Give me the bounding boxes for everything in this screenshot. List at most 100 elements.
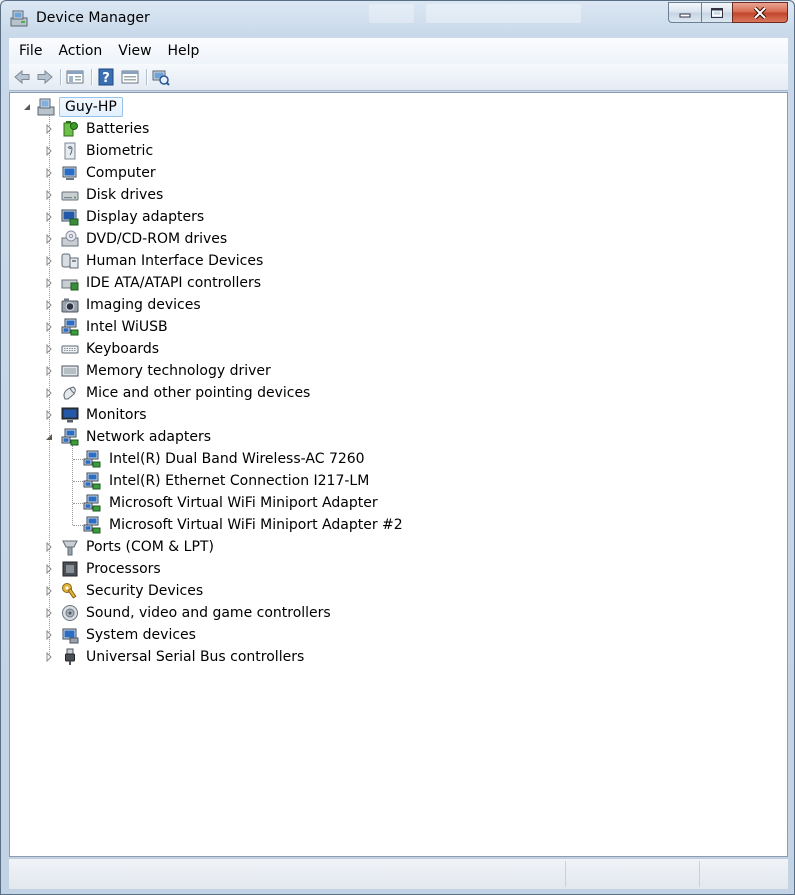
disk-drive-icon <box>61 191 79 201</box>
tree-category-label: IDE ATA/ATAPI controllers <box>86 275 262 291</box>
memory-icon <box>61 365 79 377</box>
tree-category-row[interactable]: Security Devices <box>44 580 203 602</box>
expand-arrow-icon[interactable] <box>44 212 54 222</box>
maximize-button[interactable] <box>701 2 732 23</box>
computer-host-icon <box>37 98 55 116</box>
expand-arrow-icon[interactable] <box>44 630 54 640</box>
expand-arrow-icon[interactable] <box>44 388 54 398</box>
network-adapter-icon <box>83 516 101 534</box>
menu-file[interactable]: File <box>19 43 43 59</box>
keyboard-icon <box>61 345 79 354</box>
tree-category-row[interactable]: Intel WiUSB <box>44 316 168 338</box>
expand-arrow-icon[interactable] <box>44 234 54 244</box>
console-tree-icon[interactable] <box>66 68 84 86</box>
background-window-nav <box>369 4 414 23</box>
forward-icon[interactable] <box>36 68 54 86</box>
tree-category-row[interactable]: Imaging devices <box>44 294 201 316</box>
collapse-arrow-icon[interactable] <box>44 432 54 442</box>
tree-category-row[interactable]: Human Interface Devices <box>44 250 263 272</box>
network-adapter-icon <box>83 494 101 512</box>
background-window-search <box>426 4 581 23</box>
menu-help[interactable]: Help <box>167 43 200 59</box>
expand-arrow-icon[interactable] <box>44 608 54 618</box>
tree-category-label: Security Devices <box>86 583 204 599</box>
network-adapter-icon <box>83 472 101 490</box>
tree-category-row[interactable]: Mice and other pointing devices <box>44 382 310 404</box>
expand-arrow-icon[interactable] <box>44 564 54 574</box>
expand-arrow-icon[interactable] <box>44 256 54 266</box>
expand-arrow-icon[interactable] <box>44 278 54 288</box>
tree-line <box>73 503 83 504</box>
tree-device-label: Intel(R) Dual Band Wireless-AC 7260 <box>109 451 365 467</box>
hid-icon <box>61 253 79 269</box>
expand-arrow-icon[interactable] <box>44 410 54 420</box>
expand-arrow-icon[interactable] <box>44 322 54 332</box>
tree-category-label: Computer <box>86 165 156 181</box>
usb-icon <box>65 648 75 665</box>
scan-hardware-icon[interactable] <box>152 68 170 86</box>
tree-category-row[interactable]: Ports (COM & LPT) <box>44 536 214 558</box>
tree-category-label: Ports (COM & LPT) <box>86 539 214 555</box>
tree-line <box>49 113 50 658</box>
maximize-icon <box>711 7 723 18</box>
tree-category-label: DVD/CD-ROM drives <box>86 231 228 247</box>
tree-category-row[interactable]: Processors <box>44 558 161 580</box>
tree-category-label: Biometric <box>86 143 154 159</box>
tree-device-row[interactable]: Intel(R) Dual Band Wireless-AC 7260 <box>83 448 365 470</box>
tree-device-label: Microsoft Virtual WiFi Miniport Adapter <box>109 495 378 511</box>
expand-arrow-icon[interactable] <box>44 190 54 200</box>
expand-arrow-icon[interactable] <box>44 586 54 596</box>
camera-icon <box>61 298 79 313</box>
title-bar[interactable]: Device Manager <box>1 1 794 35</box>
expand-arrow-icon[interactable] <box>44 124 54 134</box>
tree-category-label: Imaging devices <box>86 297 201 313</box>
properties-icon[interactable] <box>121 68 139 86</box>
close-button[interactable] <box>732 2 788 23</box>
device-manager-app-icon <box>10 10 28 27</box>
expand-arrow-icon[interactable] <box>44 168 54 178</box>
expand-arrow-icon[interactable] <box>44 366 54 376</box>
minimize-button[interactable] <box>668 2 701 23</box>
tree-category-row[interactable]: Sound, video and game controllers <box>44 602 331 624</box>
tree-device-label: Intel(R) Ethernet Connection I217-LM <box>109 473 370 489</box>
tree-category-row[interactable]: Network adapters <box>44 426 211 448</box>
tree-device-row[interactable]: Intel(R) Ethernet Connection I217-LM <box>83 470 369 492</box>
tree-category-row[interactable]: System devices <box>44 624 196 646</box>
tree-category-row[interactable]: Computer <box>44 162 156 184</box>
tree-root-label: Guy-HP <box>59 97 123 117</box>
expand-arrow-icon[interactable] <box>44 300 54 310</box>
tree-line <box>73 481 83 482</box>
tree-category-label: Intel WiUSB <box>86 319 168 335</box>
tree-root-row[interactable]: Guy-HP <box>22 96 123 118</box>
tree-device-row[interactable]: Microsoft Virtual WiFi Miniport Adapter … <box>83 514 403 536</box>
tree-device-row[interactable]: Microsoft Virtual WiFi Miniport Adapter <box>83 492 378 514</box>
battery-icon <box>63 121 78 137</box>
tree-category-row[interactable]: IDE ATA/ATAPI controllers <box>44 272 261 294</box>
monitor-icon <box>61 407 79 423</box>
menu-view[interactable]: View <box>118 43 152 59</box>
expand-arrow-icon[interactable] <box>44 652 54 662</box>
tree-category-row[interactable]: Memory technology driver <box>44 360 271 382</box>
tree-category-label: Network adapters <box>86 429 211 445</box>
tree-category-row[interactable]: Batteries <box>44 118 149 140</box>
tree-category-row[interactable]: DVD/CD-ROM drives <box>44 228 227 250</box>
tree-category-row[interactable]: Biometric <box>44 140 153 162</box>
expand-arrow-icon[interactable] <box>44 542 54 552</box>
tree-category-label: System devices <box>86 627 196 643</box>
tree-category-row[interactable]: Universal Serial Bus controllers <box>44 646 304 668</box>
back-icon[interactable] <box>13 68 31 86</box>
tree-category-row[interactable]: Monitors <box>44 404 147 426</box>
tree-category-row[interactable]: Disk drives <box>44 184 163 206</box>
tree-category-row[interactable]: Keyboards <box>44 338 159 360</box>
menu-action[interactable]: Action <box>58 43 103 59</box>
expand-arrow-icon[interactable] <box>44 344 54 354</box>
ide-controller-icon <box>61 279 79 291</box>
help-icon[interactable]: ? <box>97 68 115 86</box>
collapse-arrow-icon[interactable] <box>22 102 32 112</box>
tree-category-label: Human Interface Devices <box>86 253 264 269</box>
tree-category-row[interactable]: Display adapters <box>44 206 204 228</box>
system-device-icon <box>62 628 79 644</box>
expand-arrow-icon[interactable] <box>44 146 54 156</box>
